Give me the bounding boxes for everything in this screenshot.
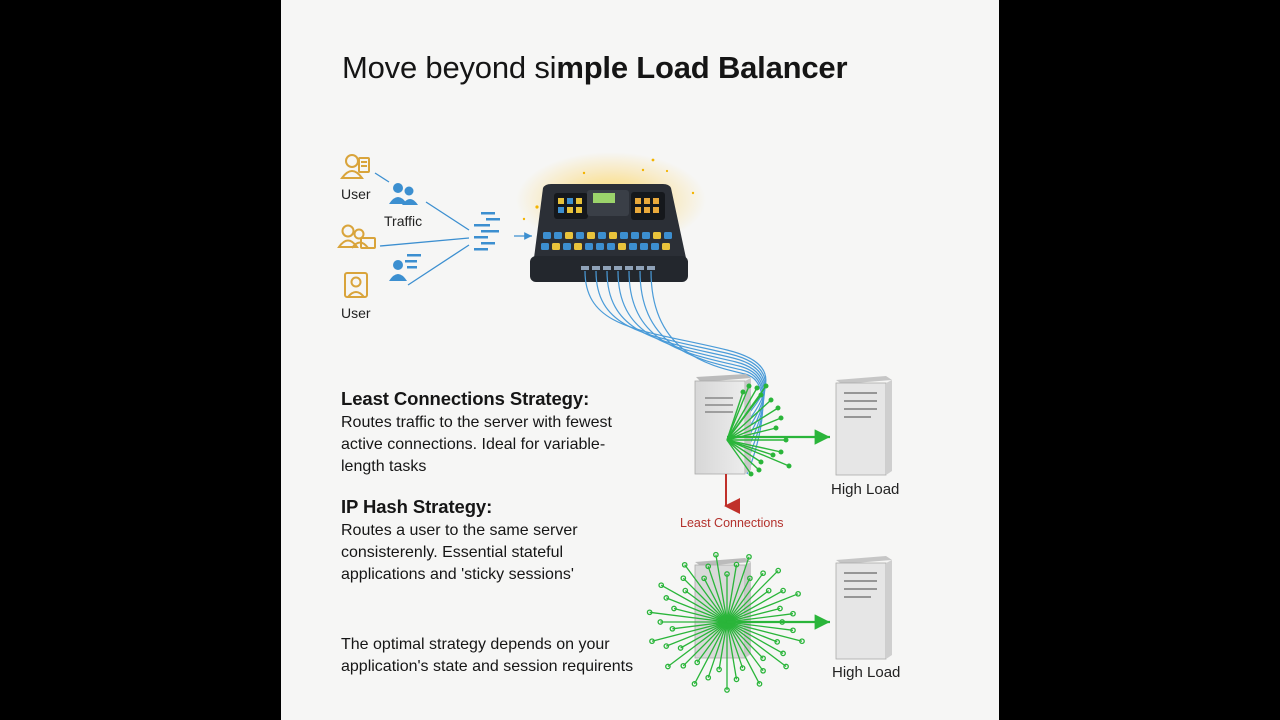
traffic-label: Traffic: [384, 213, 423, 229]
queue-icon: [474, 212, 500, 251]
user-card-icon: [340, 154, 370, 179]
least-connections-label: Least Connections: [680, 516, 784, 530]
connections-burst-top: [726, 383, 792, 477]
least-connections-body: Routes traffic to the server with fewest…: [341, 414, 612, 475]
least-connections-section: Least Connections Strategy: Routes traff…: [341, 388, 641, 478]
traffic-lines: [374, 172, 532, 286]
user-chat-icon: [389, 254, 421, 281]
strategy-note: The optimal strategy depends on your app…: [341, 636, 634, 675]
server-icon: [835, 556, 892, 660]
slide: Move beyond simple Load Balancer: [281, 0, 999, 720]
server-icon: [835, 376, 892, 476]
load-balancer-device: [530, 184, 688, 282]
ip-hash-heading: IP Hash Strategy:: [341, 496, 493, 517]
server-icon: [694, 374, 751, 475]
glow-sparks: [522, 158, 695, 221]
load-balancer-diagram: [337, 152, 892, 693]
page-title: Move beyond simple Load Balancer: [342, 50, 848, 85]
user-badge-icon: [344, 272, 368, 298]
users-card-icon: [337, 224, 376, 249]
ip-hash-body: Routes a user to the same server consist…: [341, 522, 578, 583]
users-icon: [389, 183, 418, 205]
high-load-label-bottom: High Load: [832, 664, 901, 681]
user-label-top: User: [341, 186, 371, 202]
ip-hash-section: IP Hash Strategy: Routes a user to the s…: [341, 496, 641, 586]
user-label-bottom: User: [341, 305, 371, 321]
least-connections-heading: Least Connections Strategy:: [341, 388, 590, 409]
high-load-label-top: High Load: [831, 481, 900, 498]
connections-burst-bottom: [646, 551, 805, 693]
